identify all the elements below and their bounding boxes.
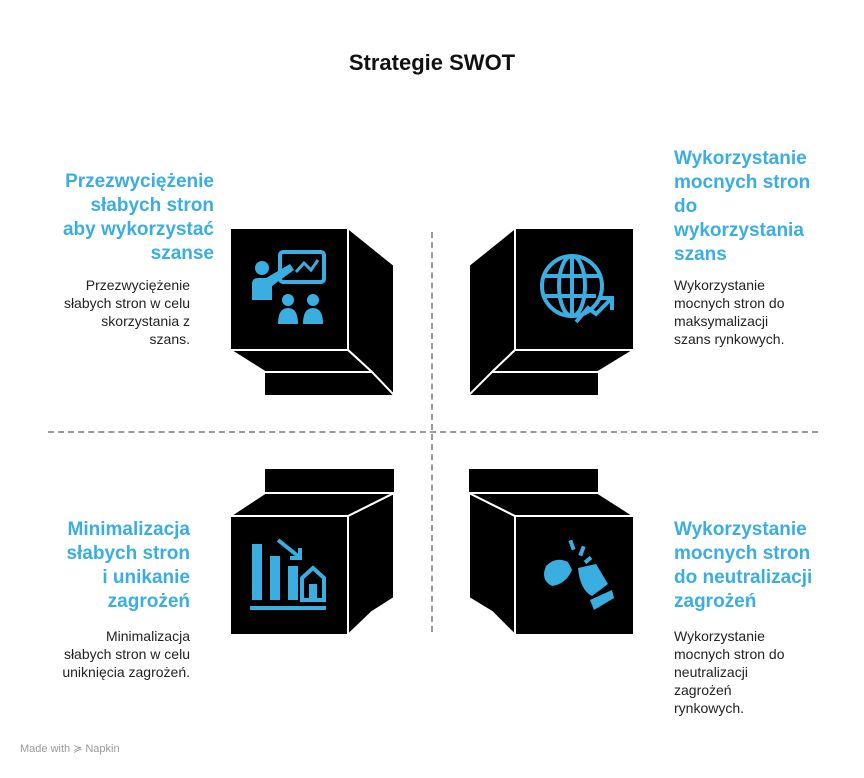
napkin-logo-icon: ≽ — [73, 743, 83, 755]
globe-growth-icon — [540, 254, 614, 324]
quadrant-wo-heading: Przezwyciężenie słabych stron aby wykorz… — [62, 171, 214, 264]
quadrant-so-description: Wykorzystanie mocnych stron do maksymali… — [674, 277, 785, 347]
quadrant-so-heading: Wykorzystanie mocnych stron do wykorzyst… — [674, 148, 811, 265]
footer-attribution: Made with ≽ Napkin — [20, 742, 120, 756]
quadrant-st-heading: Wykorzystanie mocnych stron do neutraliz… — [674, 519, 813, 612]
made-with-label: Made with — [20, 742, 71, 755]
quadrant-wt-heading: Minimalizacja słabych stron i unikanie z… — [66, 519, 190, 612]
horizontal-divider — [48, 431, 818, 433]
napkin-brand-label: Napkin — [85, 742, 120, 755]
page-title: Strategie SWOT — [348, 50, 516, 75]
punch-icon — [544, 539, 614, 610]
quadrant-wo-description: Przezwyciężenie słabych stron w celu sko… — [63, 277, 190, 347]
quadrant-wt-description: Minimalizacja słabych stron w celu unikn… — [62, 628, 190, 680]
quadrant-st-description: Wykorzystanie mocnych stron do neutraliz… — [674, 628, 785, 716]
presentation-icon — [252, 250, 326, 324]
declining-chart-icon — [250, 538, 326, 610]
